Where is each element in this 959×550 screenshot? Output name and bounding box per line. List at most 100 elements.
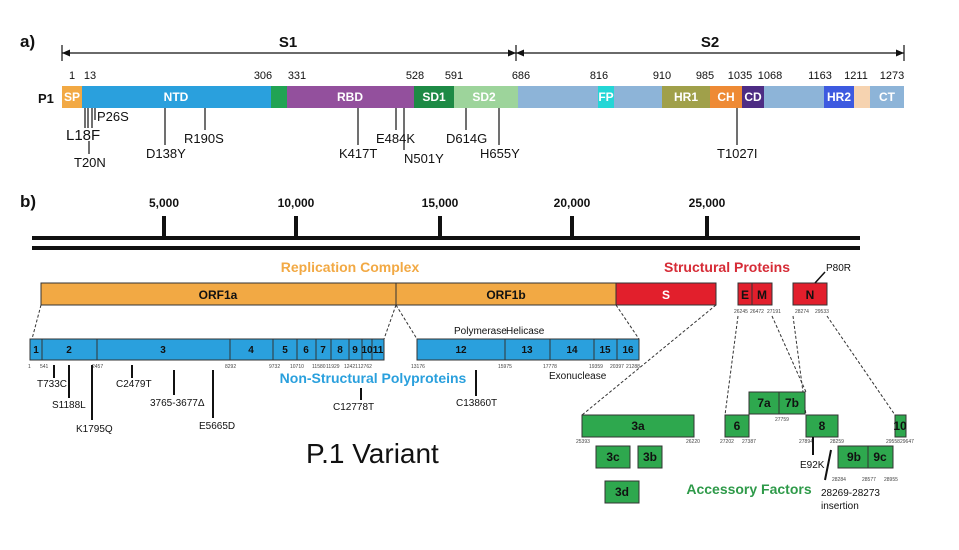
mutation-p26s: P26S xyxy=(97,109,129,124)
helicase-label: Helicase xyxy=(506,326,545,337)
accessory-8 xyxy=(805,414,839,438)
domain-fp xyxy=(598,86,614,108)
accessory-label-7a: 7a xyxy=(757,396,771,410)
accessory-coordinate: 27387 xyxy=(742,439,756,445)
mutation-c2479t: C2479T xyxy=(116,379,152,390)
struct-coordinate: 29533 xyxy=(815,309,829,315)
accessory-label-3b: 3b xyxy=(643,450,657,464)
mutation-e484k: E484K xyxy=(376,131,415,146)
mutation-k417t: K417T xyxy=(339,146,377,161)
accessory-10 xyxy=(894,414,907,438)
accessory-factors-label: Accessory Factors xyxy=(686,481,812,497)
s1-s2-span-arrows xyxy=(61,45,905,61)
mutation-h655y: H655Y xyxy=(480,146,520,161)
domain-hr1 xyxy=(662,86,710,108)
residue-position: 686 xyxy=(512,70,530,82)
nsp-coordinate: 2457 xyxy=(92,364,103,370)
scale-tick-label: 20,000 xyxy=(554,196,591,210)
accessory-label-7b: 7b xyxy=(785,396,799,410)
scale-tick-label: 15,000 xyxy=(422,196,459,210)
domain-sd2 xyxy=(454,86,518,108)
mutation-k1795q: K1795Q xyxy=(76,424,113,435)
nsp-label: 5 xyxy=(282,345,288,356)
s-gene-block xyxy=(615,282,717,306)
nsp-coordinate: 10710 xyxy=(290,364,304,370)
nsp-block xyxy=(371,338,385,361)
orf1a-label: ORF1a xyxy=(199,288,238,302)
expansion-guides xyxy=(31,304,896,416)
nsp-label: 13 xyxy=(521,345,533,356)
n-gene-label: N xyxy=(806,288,815,302)
accessory-label-9b: 9b xyxy=(847,450,861,464)
polymerase-label: Polymerase xyxy=(454,326,507,337)
e-gene-label: E xyxy=(741,288,749,302)
domain-label-sd1: SD1 xyxy=(422,90,446,104)
nsp-coordinate: 1 xyxy=(28,364,31,370)
nsp-coordinate: 15975 xyxy=(498,364,512,370)
nsp-mutation-ticks xyxy=(53,365,477,420)
m-gene-label: M xyxy=(757,288,767,302)
protein-label: P1 xyxy=(38,91,54,106)
domain-rbd xyxy=(287,86,414,108)
residue-position: 331 xyxy=(288,70,306,82)
scale-tick-label: 5,000 xyxy=(149,196,179,210)
mutation-s1188l: S1188L xyxy=(52,400,86,411)
accessory-factor-blocks xyxy=(581,391,907,504)
mutation-c13860t: C13860T xyxy=(456,398,497,409)
domain-label-fp: FP xyxy=(598,90,613,104)
nsp-bar-orf1b xyxy=(416,338,640,361)
variant-title: P.1 Variant xyxy=(306,438,439,469)
domain-ct xyxy=(870,86,904,108)
nsp-coordinate: 8292 xyxy=(225,364,236,370)
structural-proteins-label: Structural Proteins xyxy=(664,259,790,275)
nsp-coordinate: 17778 xyxy=(543,364,557,370)
struct-coordinate: 27191 xyxy=(767,309,781,315)
accessory-coordinate: 28259 xyxy=(830,439,844,445)
residue-position: 528 xyxy=(406,70,424,82)
residue-position: 306 xyxy=(254,70,272,82)
nsp-coordinate: 11580 xyxy=(312,364,326,370)
domain-label-ntd: NTD xyxy=(164,90,189,104)
s1-label: S1 xyxy=(279,34,297,51)
nsp-coordinate: 20397 xyxy=(610,364,624,370)
nsp-label: 14 xyxy=(566,345,578,356)
mutation-l18f: L18F xyxy=(66,127,100,144)
domain-ch xyxy=(710,86,742,108)
domain-sd1 xyxy=(414,86,454,108)
domain-label-sp: SP xyxy=(64,90,80,104)
panel-a-label: a) xyxy=(20,32,35,51)
domain-label-hr1: HR1 xyxy=(674,90,698,104)
accessory-label-3a: 3a xyxy=(631,419,645,433)
nsp-label: 6 xyxy=(303,345,309,356)
p80r-pointer xyxy=(814,271,826,284)
mutation-t20n: T20N xyxy=(74,155,106,170)
replication-complex-label: Replication Complex xyxy=(281,259,420,275)
nsp-label: 12 xyxy=(455,345,467,356)
m-gene-block xyxy=(751,282,773,306)
accessory-coordinate: 26220 xyxy=(686,439,700,445)
struct-coordinate: 26472 xyxy=(750,309,764,315)
struct-coordinate: 26245 xyxy=(734,309,748,315)
accessory-label-10: 10 xyxy=(893,419,907,433)
accessory-3c xyxy=(595,445,631,469)
domain-hr2 xyxy=(824,86,854,108)
mutation-3765-3677-deletion: 3765-3677Δ xyxy=(150,398,205,409)
s2-label: S2 xyxy=(701,34,719,51)
accessory-coordinate: 25393 xyxy=(576,439,590,445)
nsp-label: 9 xyxy=(352,345,358,356)
accessory-3a xyxy=(581,414,695,438)
orf1b-label: ORF1b xyxy=(486,288,525,302)
mutation-p80r: P80R xyxy=(826,263,851,274)
nsp-bar-orf1a xyxy=(29,338,385,361)
residue-position: 910 xyxy=(653,70,671,82)
domain-label-hr2: HR2 xyxy=(827,90,851,104)
nsp-label: 15 xyxy=(599,345,611,356)
mutation-r190s: R190S xyxy=(184,131,224,146)
scale-tick-label: 25,000 xyxy=(689,196,726,210)
mutation-d614g: D614G xyxy=(446,131,487,146)
domain-label-ct: CT xyxy=(879,90,896,104)
panel-b-label: b) xyxy=(20,192,36,211)
accessory-coordinate: 27759 xyxy=(775,417,789,423)
accessory-7b xyxy=(778,391,806,415)
